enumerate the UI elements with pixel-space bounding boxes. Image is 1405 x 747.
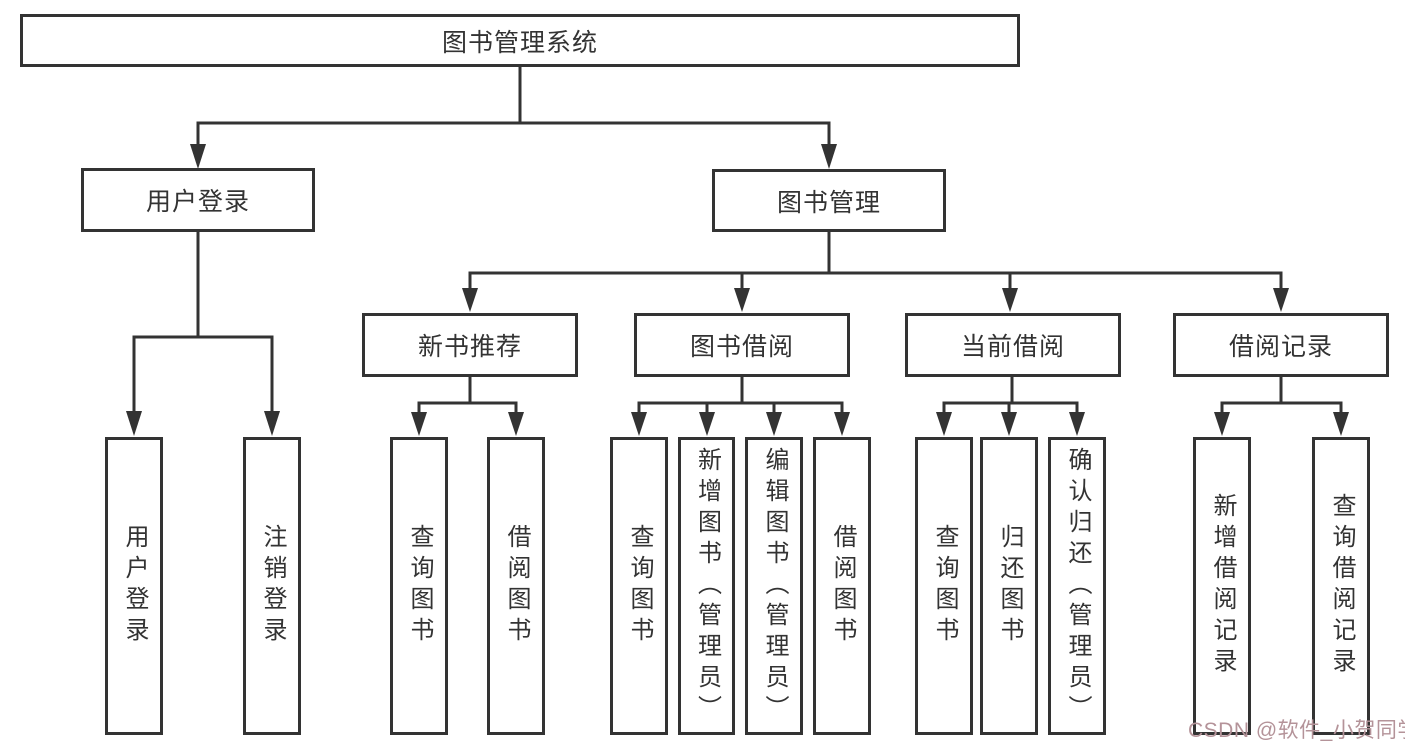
- node-label: 借阅记录: [1228, 333, 1333, 361]
- csdn-watermark: CSDN @软件_小贺同学: [1188, 719, 1405, 742]
- leaf-label: 确认归还（管理员）: [1064, 446, 1091, 726]
- leaf-newbook-query-books: 查询图书: [390, 437, 448, 735]
- leaf-label: 用户登录: [121, 524, 148, 648]
- leaf-label: 注销登录: [259, 524, 286, 648]
- leaf-borrow-add-books-admin: 新增图书（管理员）: [678, 437, 735, 735]
- leaf-current-query-books: 查询图书: [915, 437, 973, 735]
- leaf-label: 借阅图书: [503, 524, 530, 648]
- leaf-newbook-borrow-books: 借阅图书: [487, 437, 545, 735]
- leaf-label: 新增借阅记录: [1209, 493, 1236, 679]
- node-book-borrow: 图书借阅: [634, 313, 850, 377]
- node-library-management-system: 图书管理系统: [20, 14, 1020, 67]
- node-user-login: 用户登录: [81, 168, 315, 232]
- node-label: 图书管理: [776, 188, 881, 217]
- node-label: 图书借阅: [689, 333, 794, 361]
- leaf-borrow-query-books: 查询图书: [610, 437, 668, 735]
- leaf-label: 查询借阅记录: [1328, 493, 1355, 679]
- leaf-label: 查询图书: [406, 524, 433, 648]
- leaf-label: 借阅图书: [829, 524, 856, 648]
- node-label: 新书推荐: [417, 333, 522, 361]
- node-label: 图书管理系统: [441, 28, 598, 57]
- leaf-label: 归还图书: [996, 524, 1023, 648]
- leaf-label: 新增图书（管理员）: [693, 446, 721, 726]
- leaf-current-return-books: 归还图书: [980, 437, 1038, 735]
- node-label: 用户登录: [145, 188, 250, 216]
- node-borrow-record: 借阅记录: [1173, 313, 1389, 377]
- leaf-current-confirm-return-admin: 确认归还（管理员）: [1048, 437, 1106, 735]
- node-new-book-recommend: 新书推荐: [362, 313, 578, 377]
- leaf-label: 查询图书: [931, 524, 958, 648]
- leaf-borrow-borrow-books: 借阅图书: [813, 437, 871, 735]
- leaf-user-login: 用户登录: [105, 437, 163, 735]
- node-book-management: 图书管理: [712, 169, 946, 232]
- node-label: 当前借阅: [960, 333, 1065, 361]
- leaf-label: 查询图书: [626, 524, 653, 648]
- node-current-borrow: 当前借阅: [905, 313, 1121, 377]
- leaf-label: 编辑图书（管理员）: [761, 446, 788, 726]
- leaf-borrow-edit-books-admin: 编辑图书（管理员）: [745, 437, 803, 735]
- leaf-logout-login: 注销登录: [243, 437, 301, 735]
- leaf-record-query-borrow-record: 查询借阅记录: [1312, 437, 1370, 735]
- leaf-record-add-borrow-record: 新增借阅记录: [1193, 437, 1251, 735]
